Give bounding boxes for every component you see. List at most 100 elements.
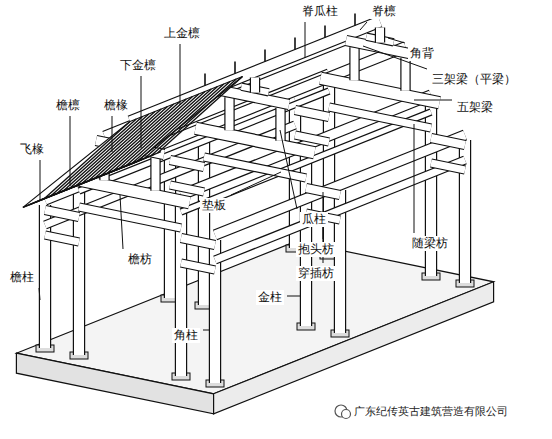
short-post [226,97,234,130]
tie-beam [295,135,329,142]
ridge-peg [324,26,326,38]
leader-line [231,172,281,195]
tie-beam [181,263,215,270]
part-label: 抱头枋 [296,242,336,257]
head-beam-outline [295,110,329,117]
part-label: 飞椽 [18,142,46,157]
part-label: 五架梁 [455,100,495,115]
rafter [158,77,243,154]
part-label: 脊檩 [370,4,398,19]
head-beam [431,138,465,145]
leader-lines [39,22,452,330]
part-label: 檐檩 [54,98,82,113]
rafter [89,104,174,181]
leader-line [203,330,209,331]
rafter [120,92,205,169]
part-label: 金柱 [256,290,284,305]
rafter [133,87,218,164]
leader-line [40,160,41,200]
lower-purlin-outline [181,95,431,195]
five-purlin-beam-outline [196,128,315,153]
leader-line [180,44,181,105]
tie-beam [45,235,79,242]
beam-tie-outline [204,157,306,178]
eave-tie-beam [215,160,465,260]
part-label: 角背 [408,46,436,61]
eave-purlin-outline [215,135,465,235]
short-post-outline [275,108,285,141]
leader-line [388,38,405,43]
rafter [101,99,186,176]
beam-tie-outline [79,207,181,228]
part-label: 檐柱 [8,270,36,285]
ridge-post [251,78,259,93]
beam-tie [329,107,431,128]
leader-line [360,22,367,30]
short-post [152,158,160,191]
five-purlin-beam [71,178,190,203]
leader-line [414,124,415,233]
head-beam [295,110,329,117]
part-label: 三架梁（平梁） [430,72,518,87]
part-label: 瓜柱 [300,212,328,227]
rafter [145,82,230,159]
ridge-peg [264,50,266,62]
tie-beam-outline [431,163,465,170]
part-label: 穿插枋 [296,266,336,281]
head-beam-outline [181,238,215,245]
beam-tie-outline [329,107,431,128]
rafter [76,109,161,186]
rafter [64,114,149,191]
leader-line [112,116,113,152]
five-purlin-beam [321,78,440,103]
part-label: 脊瓜柱 [300,4,340,19]
ridge-peg [354,14,356,26]
part-label: 角柱 [172,328,200,343]
head-beam-outline [431,138,465,145]
tie-beam [170,185,204,192]
leader-line [39,288,40,300]
head-beam-outline [170,160,204,167]
five-purlin-beam-outline [321,78,440,103]
part-label: 上金檩 [162,26,202,41]
head-beam [181,238,215,245]
head-beam [170,160,204,167]
leader-line [414,100,452,101]
frame-drawing [16,14,493,419]
tie-beam [431,163,465,170]
head-beam-outline [45,210,79,217]
leader-line [287,296,300,297]
rafter [139,84,224,161]
rafter [70,112,155,189]
lower-purlin [181,95,431,195]
five-purlin-beam [196,128,315,153]
ridge-post-outline [375,28,385,43]
ridge-post [376,28,384,43]
ridge-peg [294,38,296,50]
rafter [126,89,211,166]
beam-tie [79,207,181,228]
rafter [151,79,236,156]
tie-beam-outline [295,135,329,142]
short-post-outline [224,97,234,130]
short-post [277,108,285,141]
part-label: 下金檩 [118,58,158,73]
tie-beam-outline [170,185,204,192]
leader-line [70,116,71,186]
part-label: 随梁枋 [410,236,450,251]
leader-line [305,22,306,58]
eave-tie-beam-outline [215,160,465,260]
rafter [51,119,136,196]
roof-area [23,77,243,208]
beam-tie [204,157,306,178]
tie-beam-outline [181,263,215,270]
rafter [45,122,130,199]
part-label: 檐椽 [102,98,130,113]
eave-purlin [215,135,465,235]
rafter [58,117,143,194]
short-post [351,47,359,80]
flying-rafter [135,152,161,163]
platform-front [214,282,494,414]
five-purlin-beam-outline [71,178,190,203]
